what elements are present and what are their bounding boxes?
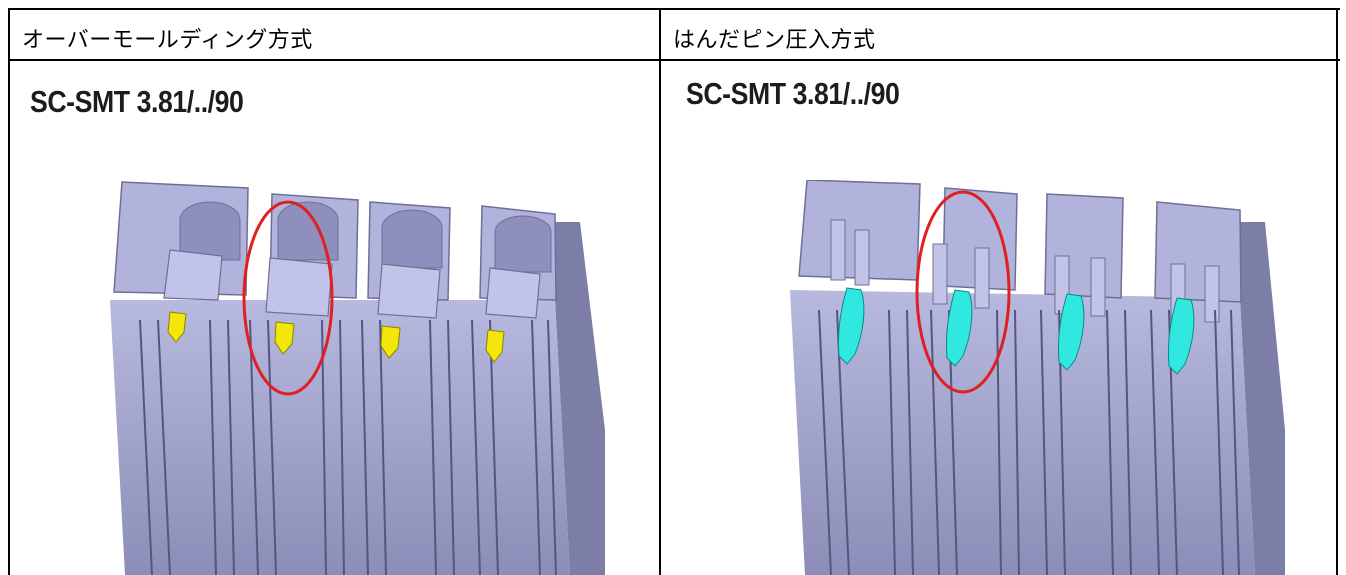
column-header-overmolding: オーバーモールディング方式 [22, 28, 313, 53]
table-left-border [8, 8, 10, 575]
header-divider [8, 59, 1340, 61]
connector-3d-overmolded-icon [110, 181, 605, 575]
table-top-border [8, 8, 1340, 10]
table-right-border [1336, 8, 1338, 575]
connector-3d-press-fit-icon [790, 180, 1285, 575]
model-label-right: SC-SMT 3.81/../90 [686, 76, 900, 111]
column-header-press-fit: はんだピン圧入方式 [673, 28, 876, 53]
model-label-left: SC-SMT 3.81/../90 [30, 84, 244, 119]
column-divider [659, 8, 661, 575]
